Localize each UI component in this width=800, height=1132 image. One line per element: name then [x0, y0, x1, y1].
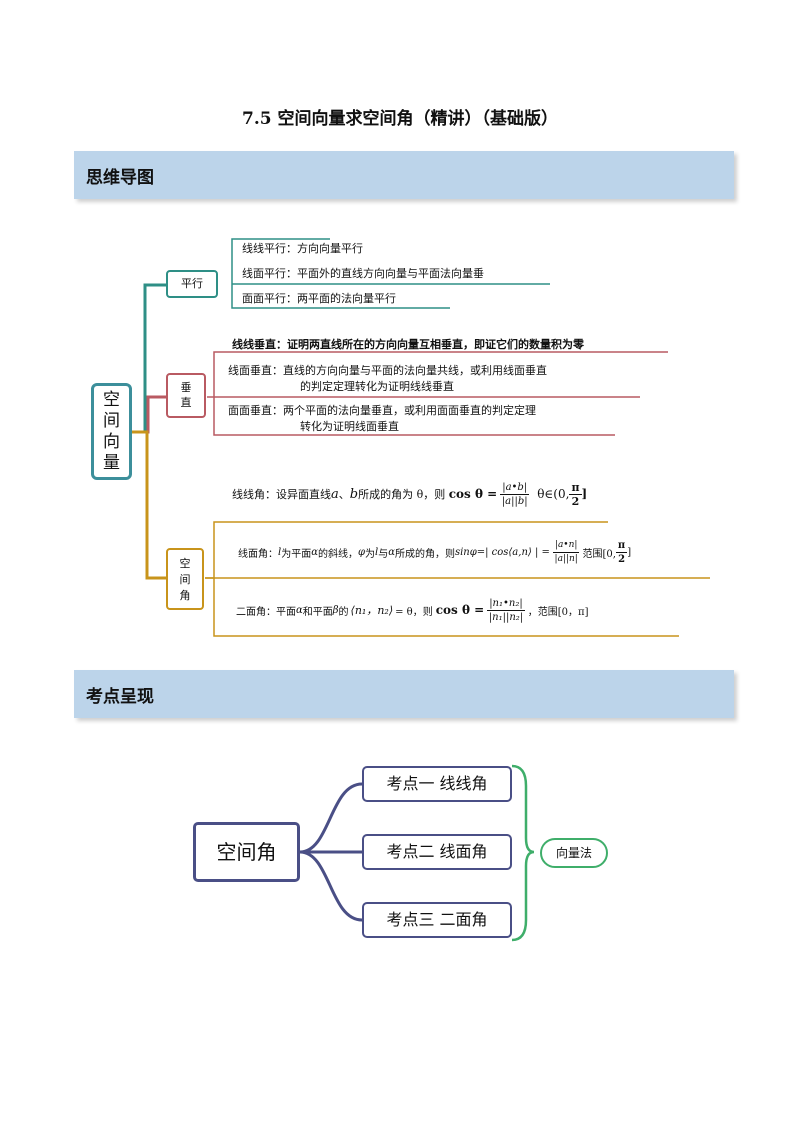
document-title: 7.5 空间向量求空间角（精讲）（基础版）	[242, 109, 558, 129]
normal-pair: ⟨n₁，n₂⟩	[350, 604, 394, 617]
fraction: |a•n| |a||n|	[552, 539, 580, 566]
section-title-exam-points: 考点呈现	[86, 687, 154, 707]
section-banner-mindmap: 思维导图	[74, 151, 734, 199]
range: θ∈(0,	[537, 487, 570, 501]
root-char: 量	[103, 453, 120, 473]
text: 的	[338, 606, 349, 618]
fraction: π 2	[615, 539, 628, 566]
angle-char: 角	[179, 589, 191, 602]
perp-item-plane-plane: 面面垂直：两个平面的法向量垂直，或利用面面垂直的判定定理	[228, 404, 536, 417]
text: 所成的角，则	[394, 548, 455, 560]
fraction: |a•b| |a||b|	[500, 481, 530, 508]
text: = θ，则	[395, 606, 433, 618]
parallel-item-plane-plane: 面面平行：两平面的法向量平行	[242, 292, 396, 305]
parallel-node: 平行	[166, 270, 218, 298]
denominator: 2	[618, 553, 626, 565]
exam-root-node: 空间角	[193, 822, 300, 882]
space-angle-node: 空 间 角	[166, 548, 204, 610]
exam-point-2: 考点二 线面角	[362, 834, 512, 870]
text: 与	[378, 548, 389, 560]
range: 范围[0,	[582, 548, 616, 560]
perp-item-line-line: 线线垂直：证明两直线所在的方向向量互相垂直，即证它们的数量积为零	[232, 338, 584, 351]
math-alpha: α	[296, 604, 303, 616]
cos-theta: cos θ =	[448, 487, 498, 501]
cos-abs: | cos⟨a,n⟩ | =	[485, 546, 550, 558]
math-l: l	[278, 546, 282, 558]
bracket: ]	[627, 546, 632, 558]
angle-item-line-plane: 线面角： l 为平面 α 的斜线， φ 为 l 与 α 所成的角，则 sinφ=…	[238, 530, 631, 574]
math-phi: φ	[357, 546, 365, 558]
fraction: π 2	[569, 480, 582, 508]
text: 线面角：	[238, 548, 278, 560]
parallel-item-line-line: 线线平行：方向向量平行	[242, 242, 363, 255]
text: 线线角：设异面直线	[232, 488, 331, 501]
text: 的斜线，	[317, 548, 358, 560]
numerator: |n₁•n₂|	[487, 597, 525, 611]
text: 为	[364, 548, 375, 560]
denominator: |a||n|	[554, 553, 578, 564]
perp-item-plane-plane-cont: 转化为证明线面垂直	[300, 420, 399, 433]
numerator: |a•n|	[552, 539, 580, 553]
angle-char: 间	[179, 573, 191, 586]
cos-theta: cos θ =	[435, 603, 485, 617]
angle-item-line-line: 线线角：设异面直线 a 、 b 所成的角为 θ，则 cos θ = |a•b| …	[232, 470, 587, 518]
text: 二面角：平面	[236, 606, 296, 618]
denominator: |n₁||n₂|	[488, 611, 524, 623]
root-char: 向	[103, 432, 120, 452]
math-a: a	[331, 486, 339, 502]
denominator: |a||b|	[501, 495, 528, 507]
exam-point-3: 考点三 二面角	[362, 902, 512, 938]
text: 、	[338, 488, 350, 501]
section-title-mindmap: 思维导图	[86, 168, 154, 188]
root-char: 空	[103, 390, 120, 410]
sin-phi: sinφ=	[454, 546, 486, 558]
perp-item-line-plane-cont: 的判定定理转化为证明线线垂直	[300, 380, 454, 393]
vector-method-node: 向量法	[540, 838, 608, 868]
angle-char: 空	[179, 557, 191, 570]
numerator: |a•b|	[500, 481, 530, 495]
parallel-item-line-plane: 线面平行：平面外的直线方向向量与平面法向量垂	[242, 267, 484, 280]
perp-char: 直	[180, 396, 192, 409]
bracket: ]	[581, 487, 588, 501]
perp-char: 垂	[180, 381, 192, 394]
fraction: |n₁•n₂| |n₁||n₂|	[487, 597, 525, 624]
math-l: l	[374, 546, 379, 558]
angle-item-dihedral: 二面角：平面 α 和平面 β 的 ⟨n₁，n₂⟩ = θ，则 cos θ = |…	[236, 588, 588, 632]
exam-point-1: 考点一 线线角	[362, 766, 512, 802]
section-banner-exam-points: 考点呈现	[74, 670, 734, 718]
text: 和平面	[302, 606, 333, 618]
range: ，范围[0，π]	[527, 606, 589, 618]
math-alpha: α	[311, 546, 318, 558]
denominator: 2	[571, 494, 580, 508]
math-beta: β	[332, 604, 339, 616]
math-b: b	[349, 486, 359, 502]
text: 为平面	[281, 548, 312, 560]
perpendicular-node: 垂 直	[166, 373, 206, 418]
root-char: 间	[103, 411, 120, 431]
numerator: π	[615, 539, 628, 553]
perp-item-line-plane: 线面垂直：直线的方向向量与平面的法向量共线，或利用线面垂直	[228, 364, 547, 377]
mindmap-root-node: 空 间 向 量	[91, 383, 132, 480]
text: 所成的角为 θ，则	[358, 488, 446, 501]
numerator: π	[569, 480, 582, 495]
math-alpha: α	[388, 546, 395, 558]
